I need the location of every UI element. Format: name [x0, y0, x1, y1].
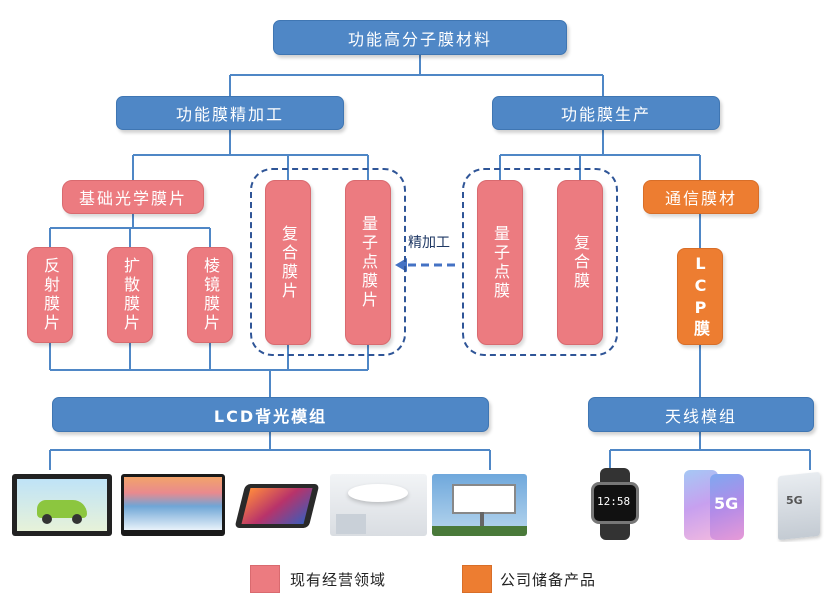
legend-label-reserve: 公司储备产品 — [500, 571, 597, 589]
comm-film-label: 通信膜材 — [664, 189, 737, 208]
production-node-label: 功能膜生产 — [560, 105, 651, 124]
diffusion-film-label: 扩散膜片 — [121, 257, 140, 333]
prism-film-node: 棱镜膜片 — [187, 247, 233, 343]
5g-card-image: 5G — [772, 470, 827, 542]
legend-label-current: 现有经营领域 — [290, 571, 387, 589]
production-node: 功能膜生产 — [492, 96, 720, 130]
antenna-module-node: 天线模组 — [588, 397, 814, 432]
composite-film-sheet-node: 复合膜片 — [265, 180, 311, 345]
top-node: 功能高分子膜材料 — [273, 20, 567, 55]
lcd-module-node: LCD背光模组 — [52, 397, 489, 432]
5g-phone-image: 5G — [680, 468, 750, 542]
left-dashed-group — [250, 168, 406, 356]
base-optical-node: 基础光学膜片 — [62, 180, 204, 214]
antenna-module-label: 天线模组 — [664, 406, 737, 426]
lcd-module-label: LCD背光模组 — [213, 406, 328, 426]
qd-film-sheet-node: 量子点膜片 — [345, 180, 391, 345]
smartwatch-image: 12:58 — [585, 468, 645, 540]
reflective-film-node: 反射膜片 — [27, 247, 73, 343]
qd-film-label: 量子点膜 — [491, 224, 510, 301]
lcp-film-label: LCP膜 — [691, 254, 710, 339]
waterfall-tv-image — [121, 474, 225, 536]
refine-arrow-label: 精加工 — [408, 235, 450, 251]
lcp-film-node: LCP膜 — [677, 248, 723, 345]
reflective-film-label: 反射膜片 — [41, 257, 60, 333]
comm-film-node: 通信膜材 — [643, 180, 759, 214]
watch-screen-text: 12:58 — [597, 495, 631, 508]
processing-node-label: 功能膜精加工 — [175, 105, 284, 124]
diffusion-film-node: 扩散膜片 — [107, 247, 153, 343]
processing-node: 功能膜精加工 — [116, 96, 344, 130]
car-display-image — [12, 474, 112, 536]
composite-film-sheet-label: 复合膜片 — [279, 224, 298, 301]
prism-film-label: 棱镜膜片 — [201, 257, 220, 333]
composite-film-label: 复合膜 — [571, 234, 590, 291]
billboard-image — [432, 474, 527, 536]
phone-screen-text: 5G — [714, 494, 739, 513]
ceiling-lamp-image — [330, 474, 427, 536]
top-node-label: 功能高分子膜材料 — [347, 29, 492, 49]
qd-film-node: 量子点膜 — [477, 180, 523, 345]
legend-swatch-current — [250, 565, 280, 593]
composite-film-node: 复合膜 — [557, 180, 603, 345]
qd-film-sheet-label: 量子点膜片 — [359, 215, 378, 310]
legend-swatch-reserve — [462, 565, 492, 593]
base-optical-label: 基础光学膜片 — [78, 189, 187, 208]
right-dashed-group — [462, 168, 618, 356]
tablet-image — [232, 478, 322, 534]
